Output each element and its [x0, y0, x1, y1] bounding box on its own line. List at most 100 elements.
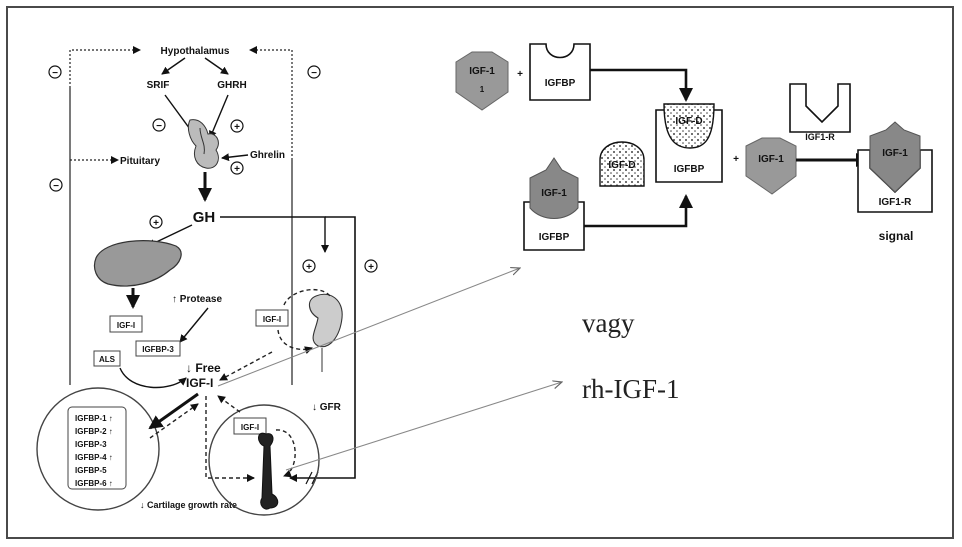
- igf-i-bone-box: [233, 417, 267, 435]
- gh-label: GH: [193, 209, 216, 226]
- igf1-molecule-b: [529, 157, 579, 219]
- arrow-igfbp-free: [149, 403, 199, 439]
- signal-label: signal: [879, 229, 914, 243]
- plus-c: +: [733, 154, 739, 165]
- igf-i-kidney-box: [255, 309, 289, 327]
- igfbp-center-label: IGFBP: [674, 164, 705, 175]
- igf-d-in-complex: [663, 103, 715, 149]
- free-igf-line2: IGF-I: [186, 376, 213, 390]
- ghrh-label: GHRH: [217, 80, 246, 91]
- svg-text:+: +: [306, 262, 312, 273]
- igf-i-liver-box: [109, 315, 143, 333]
- vagy-label: vagy: [582, 308, 635, 338]
- igf1-molecule-a: [455, 51, 509, 111]
- feedback-line-right: [249, 46, 293, 160]
- igfbp-cup-a: [529, 43, 591, 101]
- svg-text:+: +: [153, 218, 159, 229]
- liver-illustration: [93, 240, 182, 287]
- plus-sign-gh: +: [149, 215, 163, 229]
- igfbp-item: IGFBP-5: [75, 466, 107, 475]
- cartilage-label: ↓ Cartilage growth rate: [140, 500, 237, 510]
- igf1-molecule-c: [745, 137, 797, 195]
- igf1r-bound-label: IGF1-R: [879, 197, 913, 208]
- igfbp-item: IGFBP-6 ↑: [75, 479, 113, 488]
- plus-sign-kidney: +: [302, 259, 316, 273]
- pointer-line-rh-igf1: [285, 382, 562, 471]
- igfbp-item: IGFBP-1 ↑: [75, 414, 113, 423]
- annotation-layer: vagy rh-IGF-1: [217, 268, 679, 471]
- bone-illustration: [258, 432, 279, 510]
- minus-sign-srif: −: [152, 118, 166, 132]
- minus-sign-1: −: [48, 65, 62, 79]
- plus-sign-ghrh: +: [230, 119, 244, 133]
- svg-text:+: +: [234, 164, 240, 175]
- kidney-loop-bottom: [277, 329, 313, 355]
- igf1-a-sub: 1: [480, 85, 485, 94]
- svg-text:IGFBP-3: IGFBP-3: [142, 345, 174, 354]
- gfr-label: ↓ GFR: [312, 402, 342, 413]
- igf-binding-mechanism: IGF-1 1 + IGFBP IGF-D IGFBP IGF-D IGF-1 …: [455, 43, 933, 251]
- igfbp-list: IGFBP-1 ↑ IGFBP-2 ↑ IGFBP-3 IGFBP-4 ↑ IG…: [75, 414, 113, 488]
- svg-text:−: −: [53, 181, 59, 192]
- igf1-bound-molecule: [869, 121, 921, 193]
- svg-text:+: +: [368, 262, 374, 273]
- svg-text:ALS: ALS: [99, 355, 116, 364]
- als-box: [93, 350, 121, 367]
- igfbp-b-label: IGFBP: [539, 232, 570, 243]
- svg-text:−: −: [52, 68, 58, 79]
- kidney-loop-top: [283, 288, 331, 306]
- igfbp-circle: [36, 387, 160, 511]
- igfbp3-box: [135, 340, 181, 357]
- plus-sign-bone: +: [364, 259, 378, 273]
- arrow-protease: [179, 307, 209, 343]
- arrow-complex-free: [119, 367, 187, 389]
- ghrelin-label: Ghrelin: [250, 150, 285, 161]
- igf1-a-label: IGF-1: [469, 66, 495, 77]
- slide-border: [6, 6, 954, 539]
- svg-text:IGF-I: IGF-I: [117, 321, 135, 330]
- arrow-to-srif: [161, 57, 186, 75]
- arrow-gh-bone: [289, 216, 356, 482]
- bone-loop: [275, 429, 296, 478]
- igfbp-item: IGFBP-3: [75, 440, 107, 449]
- igf-d-free: [599, 141, 645, 187]
- arrow-a-to-complex: [590, 68, 693, 102]
- igfd-inner-label: IGF-D: [675, 116, 702, 127]
- plus-sign-ghrelin: +: [230, 161, 244, 175]
- rh-igf1-label: rh-IGF-1: [582, 374, 679, 404]
- plus-a: +: [517, 69, 523, 80]
- feedback-line-left: [69, 46, 141, 88]
- igfbp-item: IGFBP-4 ↑: [75, 453, 113, 462]
- igf1-b-label: IGF-1: [541, 188, 567, 199]
- igf1-bound-label: IGF-1: [882, 148, 908, 159]
- igfbp-list-box: [67, 406, 127, 490]
- minus-sign-2: −: [307, 65, 321, 79]
- free-igf-line1: ↓ Free: [186, 361, 221, 375]
- srif-label: SRIF: [147, 80, 170, 91]
- pituitary-gland-illustration: [187, 119, 219, 169]
- igf1r-top-label: IGF1-R: [805, 132, 835, 142]
- kidney-illustration: [308, 293, 343, 348]
- physiology-diagram: − − − − + +: [36, 46, 378, 516]
- protease-label: ↑ Protease: [172, 294, 222, 305]
- svg-text:−: −: [156, 121, 162, 132]
- minus-sign-3: −: [49, 178, 63, 192]
- igfbp-item: IGFBP-2 ↑: [75, 427, 113, 436]
- arrow-gh-kidney: [220, 216, 329, 253]
- arrow-ghrelin: [221, 153, 249, 162]
- pituitary-label: Pituitary: [120, 156, 160, 167]
- arrow-free-bone: [205, 396, 255, 482]
- arrow-free-igfbp: [148, 392, 199, 430]
- svg-text:IGF-I: IGF-I: [241, 423, 259, 432]
- svg-text:+: +: [234, 122, 240, 133]
- igfbp-a-label: IGFBP: [545, 78, 576, 89]
- break-mark-1: [305, 471, 313, 485]
- svg-text:IGF-I: IGF-I: [263, 315, 281, 324]
- svg-text:−: −: [311, 68, 317, 79]
- pointer-line-vagy: [217, 268, 520, 387]
- igfd-free-label: IGF-D: [608, 160, 635, 171]
- arrow-to-ghrh: [204, 57, 229, 75]
- hypothalamus-label: Hypothalamus: [161, 46, 230, 57]
